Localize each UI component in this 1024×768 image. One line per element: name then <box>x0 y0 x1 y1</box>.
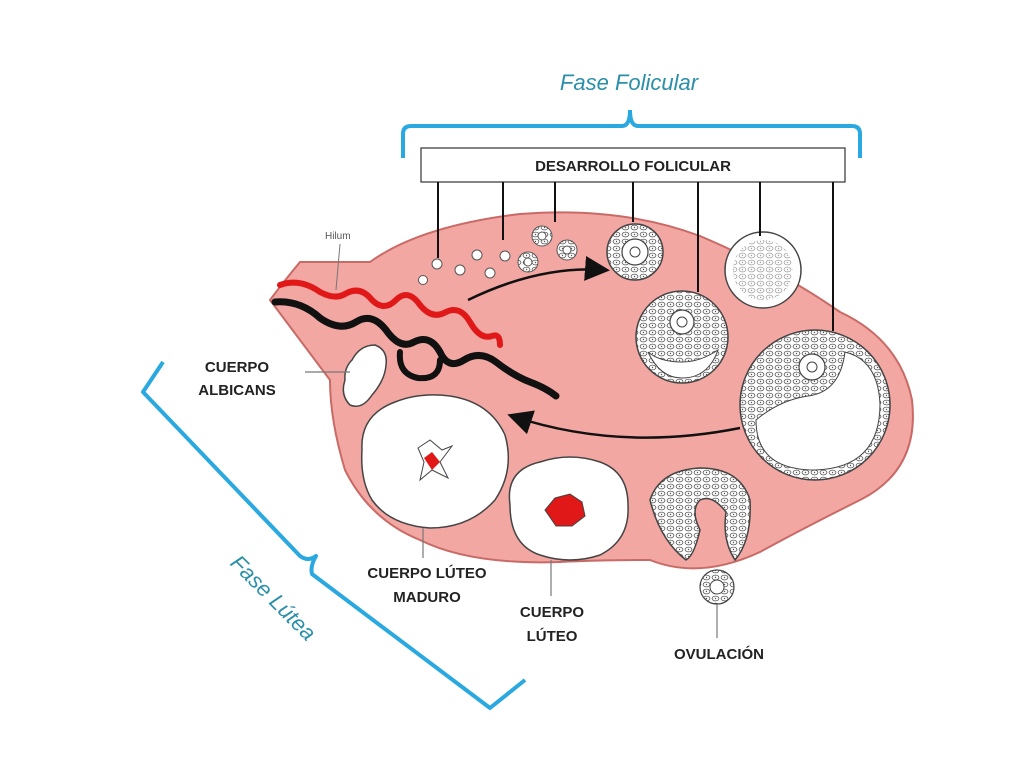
mature-luteum-label-line2: MADURO <box>393 589 461 606</box>
corpus-albicans-label-line1: CUERPO <box>205 359 270 376</box>
hilum-label: Hilum <box>325 231 351 242</box>
box-pointers <box>437 182 834 331</box>
ovulation-label: OVULACIÓN <box>674 645 764 663</box>
atretic-follicle <box>724 231 802 309</box>
tertiary-follicle <box>635 290 729 384</box>
corpus-albicans <box>342 344 388 407</box>
follicular-phase-title: Fase Folicular <box>560 70 700 95</box>
label-pointers <box>305 371 718 638</box>
vessel-red <box>277 279 503 348</box>
follicular-development-label: DESARROLLO FOLICULAR <box>535 158 731 175</box>
hilum-pointer <box>335 243 341 291</box>
ruptured-follicle <box>649 467 751 562</box>
corpus-albicans-label-line2: ALBICANS <box>198 382 276 399</box>
primary-follicles <box>517 225 578 273</box>
development-arrow <box>467 256 610 302</box>
vessel-black-loop <box>396 349 443 382</box>
corpus-luteum-mature <box>360 394 510 529</box>
vessel-black <box>271 298 560 400</box>
primordial-follicles <box>418 249 511 285</box>
graafian-follicle <box>739 329 891 481</box>
luteal-phase-title: Fase Lútea <box>226 550 322 646</box>
mature-luteum-label-line1: CUERPO LÚTEO <box>367 564 487 582</box>
luteum-label-line2: LÚTEO <box>527 627 578 645</box>
corpus-luteum <box>508 456 629 561</box>
regression-arrow <box>507 410 741 439</box>
luteum-label-line1: CUERPO <box>520 604 585 621</box>
ovulated-oocyte <box>699 569 735 605</box>
secondary-follicle <box>606 223 664 281</box>
follicular-bracket <box>401 109 862 158</box>
luteal-bracket <box>141 360 527 710</box>
